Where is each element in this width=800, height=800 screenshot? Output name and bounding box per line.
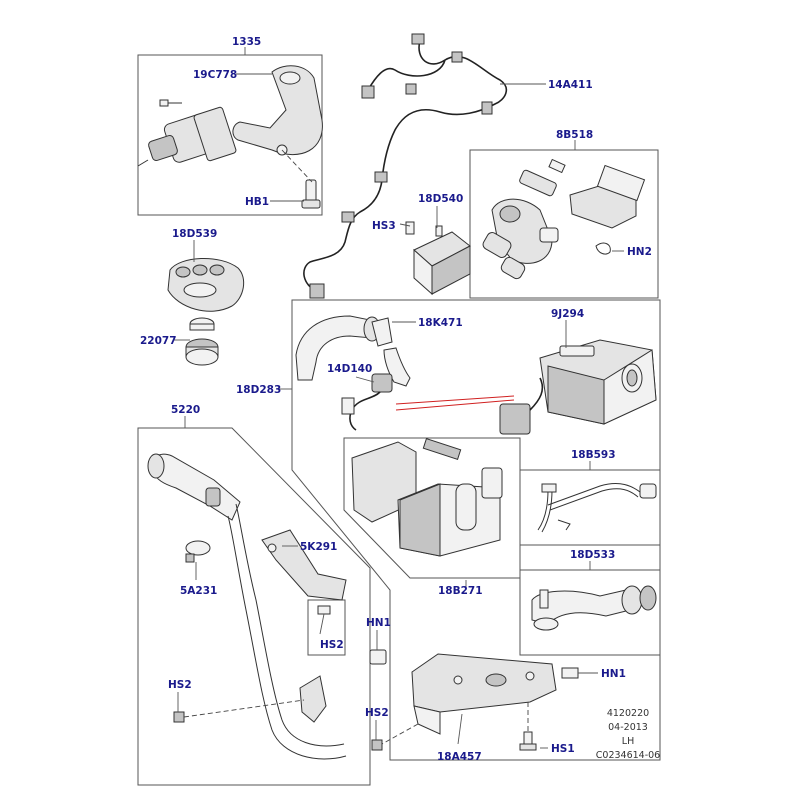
frame-18D283 xyxy=(291,299,661,761)
part-5220-exhaust xyxy=(147,453,347,760)
frame-18B271 xyxy=(343,437,521,579)
part-22077-battery xyxy=(185,317,219,366)
callout-18A457: 18A457 xyxy=(437,751,482,763)
callout-18D283: 18D283 xyxy=(236,384,281,396)
callout-5K291: 5K291 xyxy=(300,541,337,553)
leader-lines xyxy=(174,47,624,749)
frame-5K291 xyxy=(307,599,346,656)
dash-hs2-right xyxy=(381,723,419,745)
part-HN1-nut xyxy=(369,649,387,665)
part-14D140-sensor xyxy=(341,373,393,431)
callout-HS2-center: HS2 xyxy=(320,639,344,651)
part-1335-actuator xyxy=(137,106,237,167)
callout-18B593: 18B593 xyxy=(571,449,616,461)
highlight-line-2 xyxy=(395,399,515,411)
fastener-1335-bolt xyxy=(159,99,182,107)
callout-HN1-left: HN1 xyxy=(366,617,391,629)
part-14A411-harness xyxy=(303,33,508,299)
highlight-line-1 xyxy=(395,395,515,405)
diagram-footer: 4120220 04-2013 LH C0234614-06 xyxy=(596,708,660,761)
callout-HS2-left: HS2 xyxy=(168,679,192,691)
callout-5A231: 5A231 xyxy=(180,585,217,597)
callout-1335: 1335 xyxy=(232,36,261,48)
part-18D533-hose xyxy=(531,585,657,631)
part-5K291-bracket xyxy=(261,529,347,615)
part-19C778-bracket xyxy=(232,65,323,155)
callout-18K471: 18K471 xyxy=(418,317,463,329)
callout-HN1-right: HN1 xyxy=(601,668,626,680)
footer-date: 04-2013 xyxy=(608,722,648,733)
callout-14A411: 14A411 xyxy=(548,79,593,91)
part-18D540-module xyxy=(405,221,471,296)
callout-HN2: HN2 xyxy=(627,246,652,258)
part-18B593-pipe xyxy=(537,483,657,533)
part-8B518-pump xyxy=(482,158,646,280)
part-18B271-cover xyxy=(351,438,503,557)
part-9J294-heater xyxy=(499,339,657,435)
fastener-HS2-left xyxy=(173,711,185,723)
callout-HB1: HB1 xyxy=(245,196,269,208)
callout-14D140: 14D140 xyxy=(327,363,372,375)
part-18K471-hose xyxy=(295,315,411,387)
callout-HS1: HS1 xyxy=(551,743,575,755)
callout-HS3: HS3 xyxy=(372,220,396,232)
dash-hs2-left xyxy=(183,699,305,718)
callout-9J294: 9J294 xyxy=(551,308,584,320)
callout-18D533: 18D533 xyxy=(570,549,615,561)
footer-ref: 4120220 xyxy=(607,708,649,719)
callout-19C778: 19C778 xyxy=(193,69,237,81)
callout-HS2-right: HS2 xyxy=(365,707,389,719)
part-HN2-clip xyxy=(595,242,611,255)
callout-labels: 1335 19C778 HB1 14A411 8B518 18D540 HS3 … xyxy=(140,36,652,763)
part-5A231-clamp xyxy=(185,540,211,563)
footer-side: LH xyxy=(622,736,634,747)
frame-1335 xyxy=(137,54,323,216)
callout-8B518: 8B518 xyxy=(556,129,593,141)
footer-code: C0234614-06 xyxy=(596,750,660,761)
callout-18D540: 18D540 xyxy=(418,193,463,205)
callout-22077: 22077 xyxy=(140,335,177,347)
frame-18B593 xyxy=(519,469,661,546)
fastener-HS2-right xyxy=(371,739,383,751)
callout-5220: 5220 xyxy=(171,404,200,416)
part-exhaust-tip-bracket xyxy=(299,675,327,723)
fastener-HS1 xyxy=(519,731,537,751)
frame-18D533 xyxy=(519,569,661,656)
frame-5220 xyxy=(137,427,371,786)
callout-18D539: 18D539 xyxy=(172,228,217,240)
part-18A457-tray xyxy=(411,653,579,735)
dash-hb1 xyxy=(281,149,313,183)
callout-18B271: 18B271 xyxy=(438,585,483,597)
part-18D539-remote xyxy=(167,257,245,312)
